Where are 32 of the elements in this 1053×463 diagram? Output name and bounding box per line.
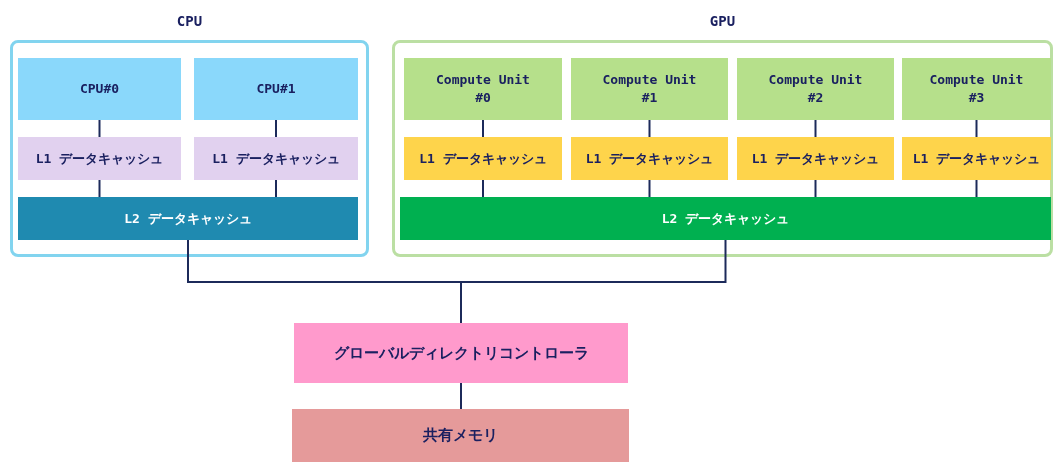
component-box: Compute Unit #0: [404, 58, 562, 120]
connector-line: [275, 179, 277, 198]
component-box: Compute Unit #1: [571, 58, 728, 120]
connector-line: [814, 179, 817, 198]
component-box: L1 データキャッシュ: [404, 137, 562, 180]
connector-line: [975, 119, 978, 138]
component-box: Compute Unit #2: [737, 58, 894, 120]
component-box: L2 データキャッシュ: [400, 197, 1051, 240]
component-box: L1 データキャッシュ: [571, 137, 728, 180]
component-box: L1 データキャッシュ: [737, 137, 894, 180]
connector-line: [482, 179, 484, 198]
component-box: L1 データキャッシュ: [902, 137, 1051, 180]
connector-line: [275, 119, 277, 138]
component-box: Compute Unit #3: [902, 58, 1051, 120]
connector-line: [460, 382, 462, 410]
connector-line: [648, 119, 651, 138]
component-box: CPU#1: [194, 58, 358, 120]
group-heading: GPU: [708, 13, 737, 29]
connector-line: [648, 179, 651, 198]
connector-line: [814, 119, 817, 138]
connector-line: [460, 239, 727, 324]
component-box: 共有メモリ: [292, 409, 629, 462]
connector-line: [98, 179, 101, 198]
component-box: L2 データキャッシュ: [18, 197, 358, 240]
connector-line: [975, 179, 978, 198]
group-heading: CPU: [175, 13, 204, 29]
component-box: L1 データキャッシュ: [18, 137, 181, 180]
connector-line: [98, 119, 101, 138]
component-box: グローバルディレクトリコントローラ: [294, 323, 628, 383]
component-box: CPU#0: [18, 58, 181, 120]
component-box: L1 データキャッシュ: [194, 137, 358, 180]
connector-line: [482, 119, 484, 138]
